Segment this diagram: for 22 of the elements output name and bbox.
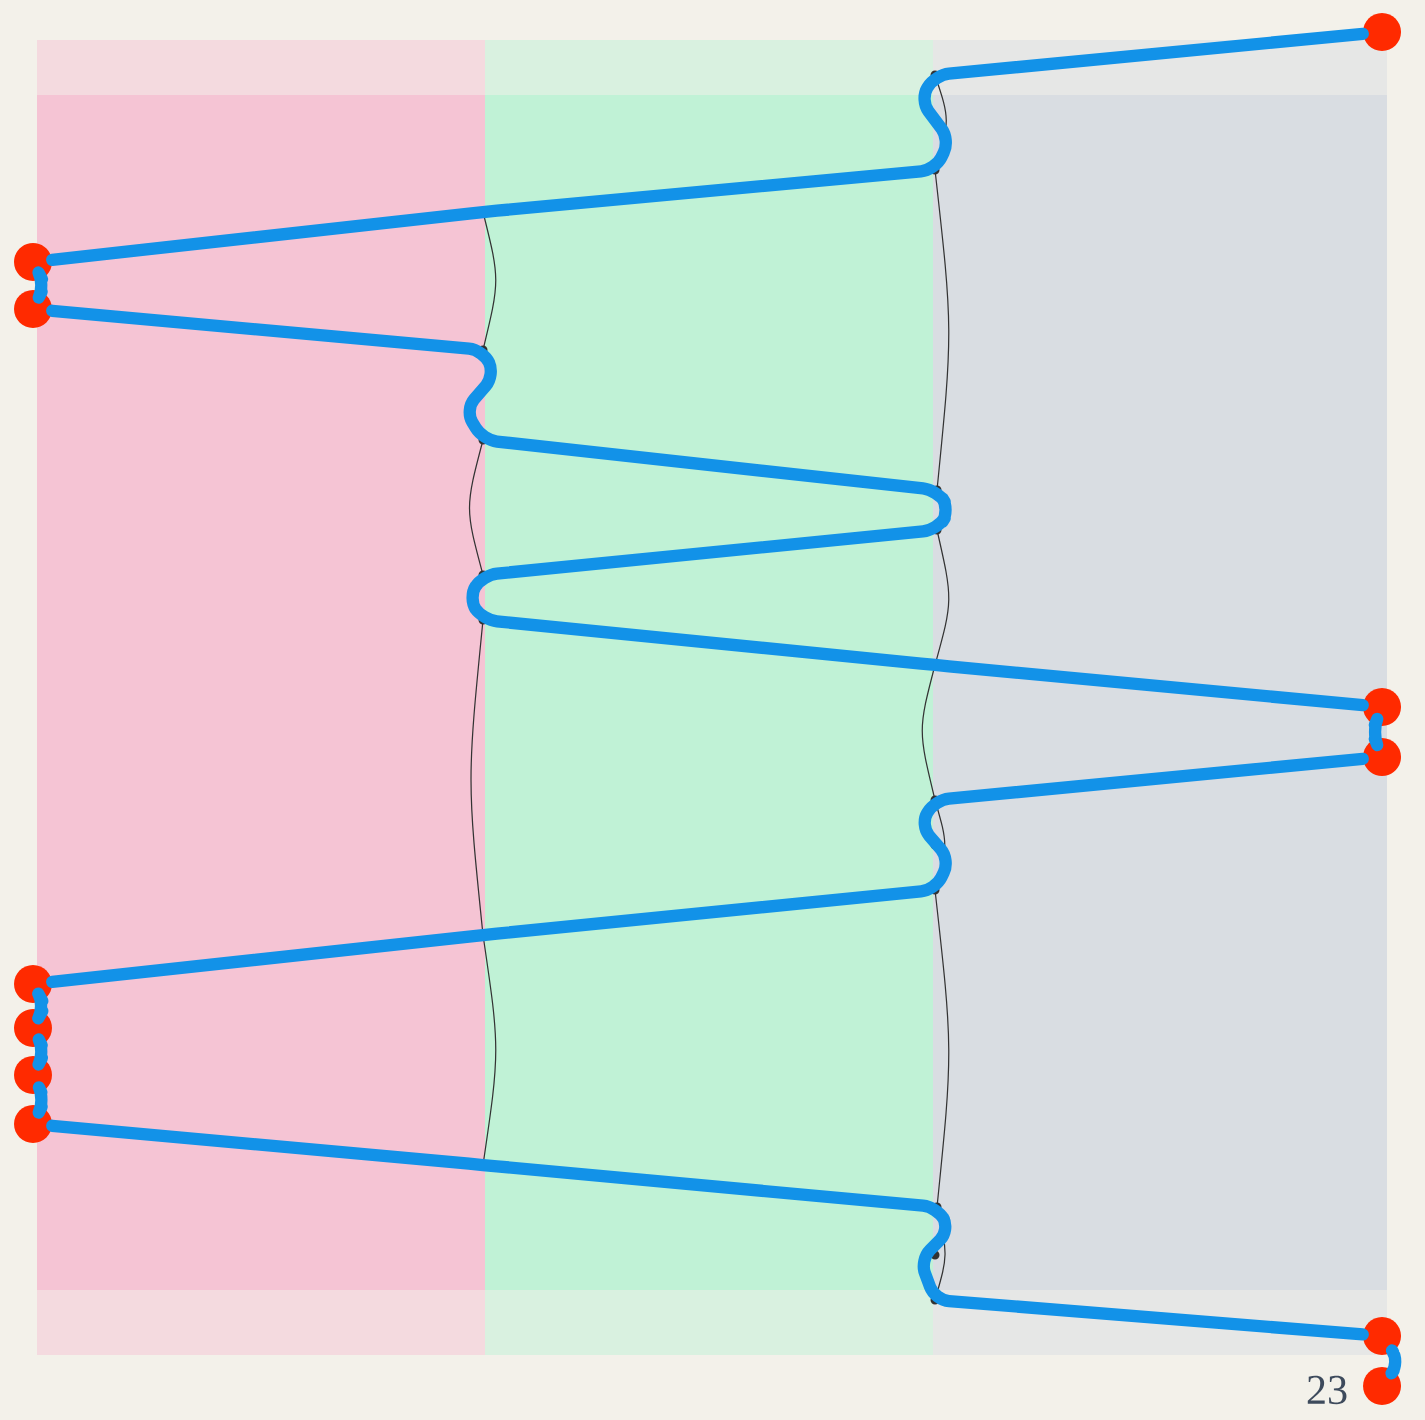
scribble-line	[1385, 1344, 1402, 1380]
dot	[1363, 13, 1401, 51]
dot	[1363, 1317, 1401, 1355]
scribble-line	[32, 987, 49, 1025]
dot	[1363, 688, 1401, 726]
scribble-line	[46, 27, 1369, 266]
scribble-line	[46, 752, 1369, 989]
scribble-line	[46, 1119, 1369, 1341]
dot	[14, 965, 52, 1003]
dot	[14, 290, 52, 328]
dot	[1363, 738, 1401, 776]
scribble-line	[1368, 712, 1384, 752]
scribble-line	[32, 1081, 48, 1119]
dot	[14, 1056, 52, 1094]
scribble-line	[46, 304, 1369, 712]
dot	[14, 1105, 52, 1143]
dot	[1363, 1367, 1401, 1405]
scribble-line	[32, 266, 49, 304]
dot	[14, 1009, 52, 1047]
scribble-line	[32, 1033, 49, 1071]
dot	[14, 243, 52, 281]
page-number: 23	[1307, 1375, 1347, 1405]
